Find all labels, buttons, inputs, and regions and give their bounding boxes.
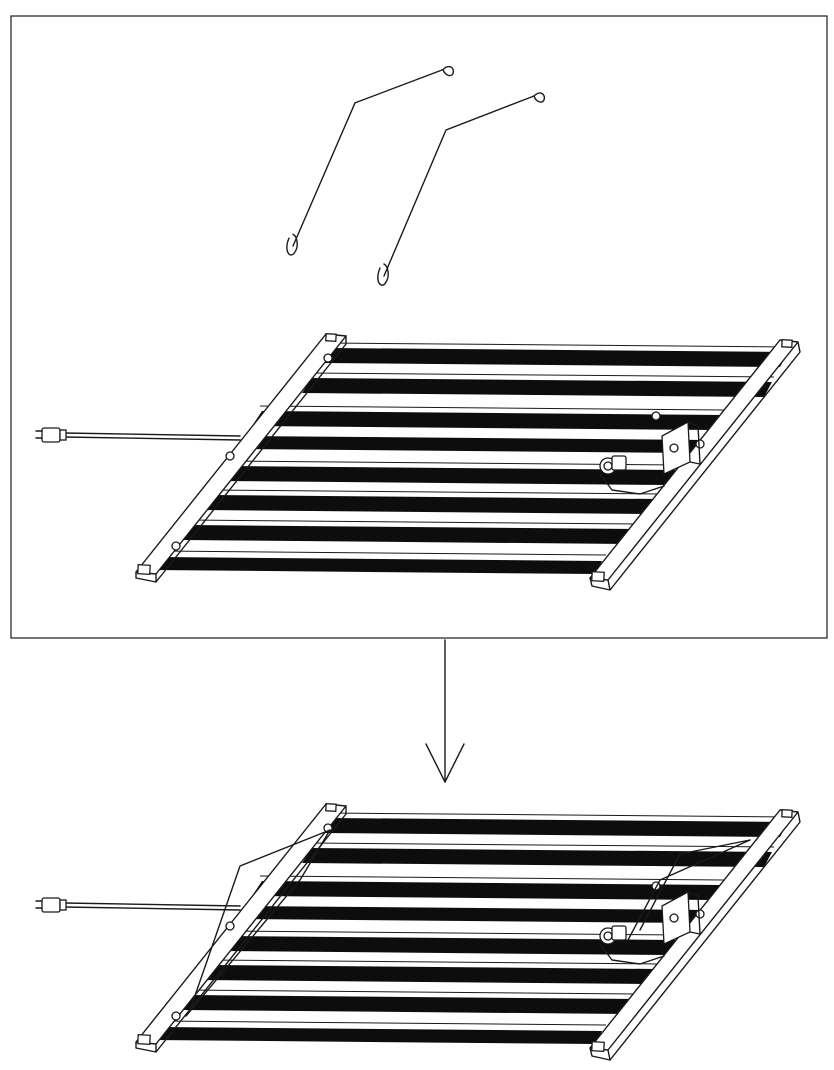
arrow-down-icon [425,639,465,783]
hanging-wire-left [286,65,455,256]
step-1-frame [10,15,828,639]
light-fixture-step-2 [35,803,801,1061]
hanging-wire-right [377,92,546,286]
light-fixture-step-1 [35,333,801,591]
